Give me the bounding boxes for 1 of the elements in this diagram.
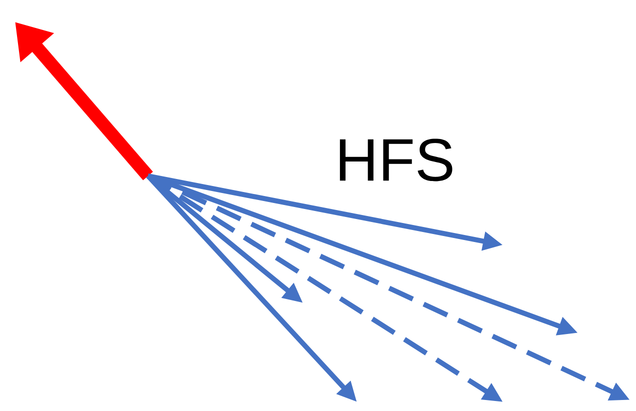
- label-text: HFS: [340, 138, 452, 182]
